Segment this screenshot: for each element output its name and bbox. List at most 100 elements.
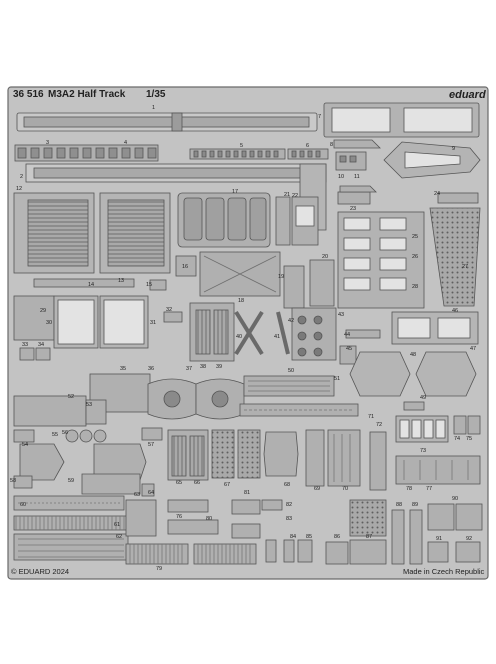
part-number-51: 51	[334, 376, 340, 382]
part-number-92: 92	[466, 536, 472, 542]
part-number-81: 81	[244, 490, 250, 496]
part-number-6: 6	[306, 143, 309, 149]
copyright-note: © EDUARD 2024	[11, 567, 70, 576]
part-number-8: 8	[330, 142, 333, 148]
part-number-85: 85	[306, 534, 312, 540]
part-number-53: 53	[86, 402, 92, 408]
part-number-76: 76	[176, 514, 182, 520]
part-number-50: 50	[288, 368, 294, 374]
part-number-22: 22	[292, 193, 298, 199]
part-number-14: 14	[88, 282, 94, 288]
part-number-36: 36	[148, 366, 154, 372]
part-number-56: 56	[62, 430, 68, 436]
part-number-46: 46	[452, 308, 458, 314]
part-number-58: 58	[10, 478, 16, 484]
part-number-66: 66	[194, 480, 200, 486]
part-number-4: 4	[124, 140, 127, 146]
part-number-37: 37	[186, 366, 192, 372]
part-number-62: 62	[116, 534, 122, 540]
part-number-9: 9	[452, 146, 455, 152]
part-number-10: 10	[338, 174, 344, 180]
brand-logo: eduard	[449, 89, 486, 101]
part-number-29: 29	[40, 308, 46, 314]
part-number-11: 11	[354, 174, 360, 180]
part-number-43: 43	[338, 312, 344, 318]
sheet-title: M3A2 Half Track	[48, 89, 126, 100]
part-number-27: 27	[462, 264, 468, 270]
part-number-26: 26	[412, 254, 418, 260]
part-number-7: 7	[318, 114, 321, 120]
parts-layer	[13, 102, 483, 565]
part-number-61: 61	[114, 522, 120, 528]
part-number-60: 60	[20, 502, 26, 508]
part-number-23: 23	[350, 206, 356, 212]
part-number-39: 39	[216, 364, 222, 370]
part-number-38: 38	[200, 364, 206, 370]
part-number-2: 2	[20, 174, 23, 180]
part-number-86: 86	[334, 534, 340, 540]
part-number-82: 82	[286, 502, 292, 508]
part-number-24: 24	[434, 191, 440, 197]
part-number-69: 69	[314, 486, 320, 492]
part-number-16: 16	[182, 264, 188, 270]
part-number-33: 33	[22, 342, 28, 348]
part-number-34: 34	[38, 342, 44, 348]
part-number-72: 72	[376, 422, 382, 428]
part-number-89: 89	[412, 502, 418, 508]
origin-note: Made in Czech Republic	[403, 567, 485, 576]
part-number-84: 84	[290, 534, 296, 540]
part-number-74: 74	[454, 436, 460, 442]
part-number-15: 15	[146, 282, 152, 288]
part-number-32: 32	[166, 307, 172, 313]
part-number-35: 35	[120, 366, 126, 372]
part-number-1: 1	[152, 105, 155, 111]
part-number-75: 75	[466, 436, 472, 442]
part-number-68: 68	[284, 482, 290, 488]
part-number-3: 3	[46, 140, 49, 146]
part-number-44: 44	[344, 332, 350, 338]
part-number-83: 83	[286, 516, 292, 522]
part-number-80: 80	[206, 516, 212, 522]
part-number-45: 45	[346, 346, 352, 352]
part-number-90: 90	[452, 496, 458, 502]
part-number-63: 63	[134, 492, 140, 498]
part-number-48: 48	[410, 352, 416, 358]
part-number-40: 40	[236, 334, 242, 340]
sheet-code: 36 516	[13, 89, 44, 100]
part-number-57: 57	[148, 442, 154, 448]
part-number-67: 67	[224, 482, 230, 488]
part-number-31: 31	[150, 320, 156, 326]
part-number-42: 42	[288, 318, 294, 324]
part-number-5: 5	[240, 143, 243, 149]
part-number-47: 47	[470, 346, 476, 352]
part-number-30: 30	[46, 320, 52, 326]
part-number-79: 79	[156, 566, 162, 572]
part-number-64: 64	[148, 490, 154, 496]
part-number-21: 21	[284, 192, 290, 198]
part-number-41: 41	[274, 334, 280, 340]
part-number-28: 28	[412, 284, 418, 290]
part-number-54: 54	[22, 442, 28, 448]
part-number-13: 13	[118, 278, 124, 284]
part-number-70: 70	[342, 486, 348, 492]
part-number-73: 73	[420, 448, 426, 454]
part-number-55: 55	[52, 432, 58, 438]
part-number-87: 87	[366, 534, 372, 540]
part-number-77: 77	[426, 486, 432, 492]
part-number-17: 17	[232, 189, 238, 195]
part-number-52: 52	[68, 394, 74, 400]
part-number-71: 71	[368, 414, 374, 420]
part-number-49: 49	[420, 395, 426, 401]
part-number-12: 12	[16, 186, 22, 192]
part-number-19: 19	[278, 274, 284, 280]
part-number-91: 91	[436, 536, 442, 542]
part-number-20: 20	[322, 254, 328, 260]
part-number-88: 88	[396, 502, 402, 508]
part-number-65: 65	[176, 480, 182, 486]
part-number-78: 78	[406, 486, 412, 492]
part-number-59: 59	[68, 478, 74, 484]
sheet-scale: 1/35	[146, 89, 166, 100]
part-number-25: 25	[412, 234, 418, 240]
